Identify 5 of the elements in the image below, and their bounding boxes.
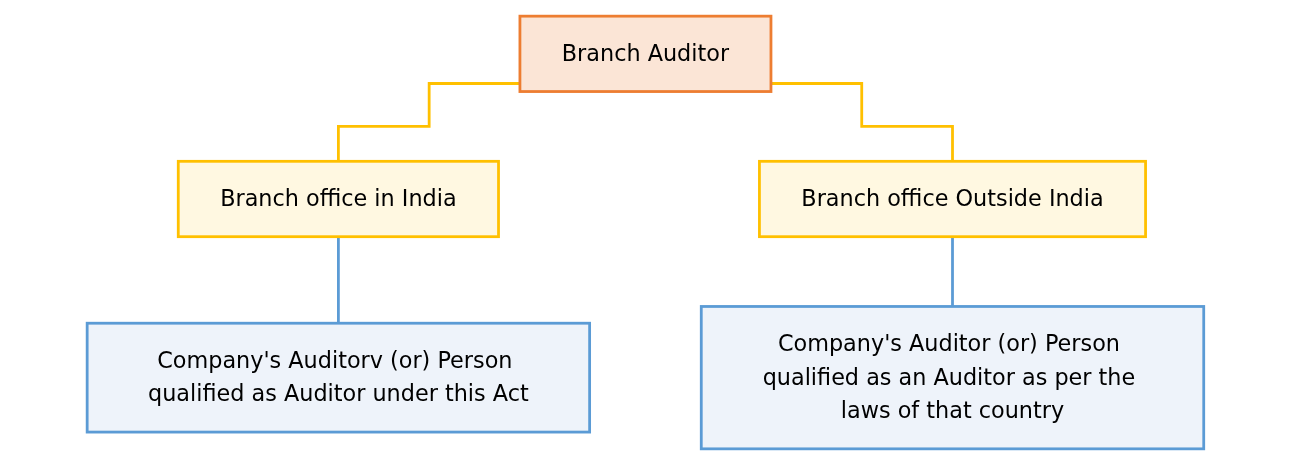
node-box: Company's Auditorv (or) Person qualified as Auditor under this Act <box>85 321 591 434</box>
node-box: Branch Auditor <box>518 14 772 93</box>
node-box: Branch office in India <box>176 159 500 239</box>
node-box: Company's Auditor (or) Person qualified as an Auditor as per the laws of that country <box>699 305 1205 451</box>
node-box: Branch office Outside India <box>757 159 1147 239</box>
